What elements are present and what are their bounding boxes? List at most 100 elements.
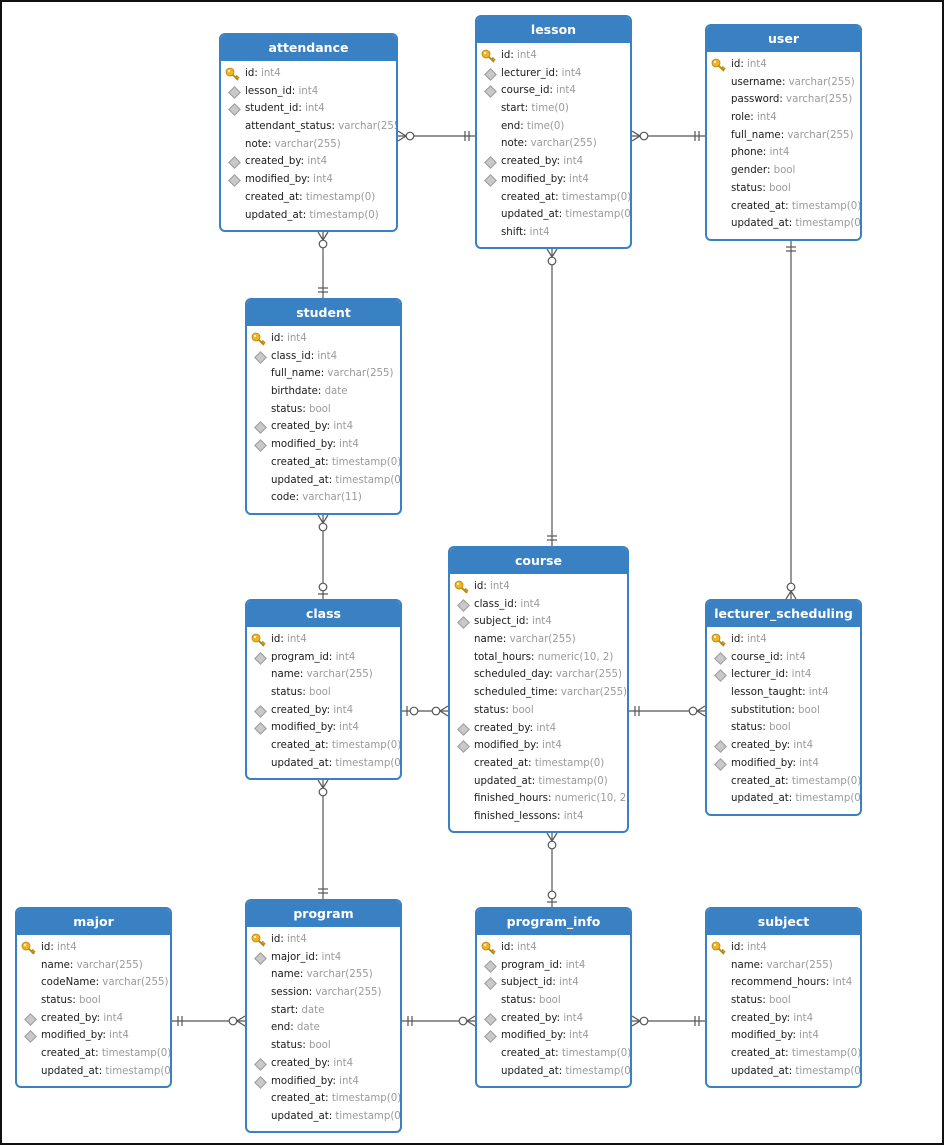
field-name: created_by xyxy=(41,1012,97,1024)
field-name: created_by xyxy=(731,1012,787,1024)
cardinality-circle xyxy=(318,522,328,532)
relationship-lesson-user xyxy=(631,130,705,142)
field-row: id: int4 xyxy=(707,939,860,957)
field-name: updated_at xyxy=(474,775,532,787)
field-type: time(0) xyxy=(526,120,565,132)
field-type: varchar(255) xyxy=(274,138,341,150)
field-type: timestamp(0) xyxy=(335,474,402,486)
field-type: bool xyxy=(773,165,796,177)
field-separator: : xyxy=(558,959,566,971)
field-separator: : xyxy=(766,165,774,177)
field-name: modified_by xyxy=(501,1030,563,1042)
field-row: created_by: int4 xyxy=(450,720,627,738)
field-type: int4 xyxy=(339,439,359,451)
field-row: password: varchar(255) xyxy=(707,91,860,109)
field-separator: : xyxy=(290,1022,297,1034)
field-name: id xyxy=(501,50,511,61)
field-separator: : xyxy=(740,942,747,953)
field-name: status xyxy=(731,182,763,194)
field-separator: : xyxy=(762,995,769,1007)
field-row: end: time(0) xyxy=(477,118,630,136)
entity-title: program xyxy=(247,901,400,927)
field-name: name xyxy=(41,959,70,971)
field-separator: : xyxy=(505,704,512,716)
field-name: created_at xyxy=(271,456,326,468)
diamond-icon xyxy=(254,704,267,718)
field-type: int4 xyxy=(307,156,328,168)
field-separator: : xyxy=(549,85,557,97)
field-name: phone xyxy=(731,147,763,159)
field-type: int4 xyxy=(305,103,325,115)
field-row: created_by: int4 xyxy=(707,737,860,755)
field-name: created_at xyxy=(41,1048,96,1060)
field-name: program_id xyxy=(271,651,329,663)
field-row: id: int4 xyxy=(247,330,400,348)
field-name: gender xyxy=(731,165,767,177)
field-name: attendant_status xyxy=(245,121,332,133)
cardinality-circle xyxy=(318,787,328,797)
diamond-icon xyxy=(254,651,267,665)
field-name: created_at xyxy=(271,1093,326,1105)
field-separator: : xyxy=(781,76,789,88)
field-row: phone: int4 xyxy=(707,144,860,162)
field-row: id: int4 xyxy=(17,939,170,957)
field-type: int4 xyxy=(109,1030,129,1042)
field-type: timestamp(0) xyxy=(791,775,862,787)
field-type: int4 xyxy=(832,977,853,989)
field-name: course_id xyxy=(501,85,550,97)
field-name: modified_by xyxy=(271,722,333,734)
field-type: timestamp(0) xyxy=(561,1048,632,1060)
field-name: created_by xyxy=(271,704,327,716)
field-name: finished_lessons xyxy=(474,810,558,822)
field-type: int4 xyxy=(532,616,552,628)
field-row: code: varchar(11) xyxy=(247,489,400,507)
field-name: program_id xyxy=(501,959,559,971)
cardinality-circle xyxy=(547,840,557,850)
field-type: varchar(255) xyxy=(102,977,169,989)
cardinality-circle xyxy=(318,582,328,592)
field-row: username: varchar(255) xyxy=(707,74,860,92)
field-separator: : xyxy=(792,757,800,769)
field-separator: : xyxy=(562,173,570,185)
field-separator: : xyxy=(320,368,328,380)
field-type: bool xyxy=(768,722,791,734)
field-row: updated_at: timestamp(0) xyxy=(707,215,860,233)
field-row: created_at: timestamp(0) xyxy=(477,1045,630,1063)
field-type: int4 xyxy=(793,1012,814,1024)
field-separator: : xyxy=(483,581,490,592)
field-name: substitution xyxy=(731,704,792,716)
field-name: updated_at xyxy=(271,757,329,769)
field-type: timestamp(0) xyxy=(795,1065,862,1077)
field-type: numeric(10, 2) xyxy=(537,651,614,663)
field-type: varchar(255) xyxy=(327,368,394,380)
field-name: subject_id xyxy=(501,977,553,989)
field-row: status: bool xyxy=(247,401,400,419)
cardinality-circle xyxy=(786,582,796,592)
field-type: int4 xyxy=(286,934,307,945)
primary-key-icon xyxy=(251,633,267,647)
entity-title: lecturer_scheduling xyxy=(707,601,860,627)
diamond-icon xyxy=(228,103,241,117)
field-type: int4 xyxy=(799,1030,819,1042)
field-separator: : xyxy=(552,977,559,989)
primary-key-icon xyxy=(481,941,497,955)
field-separator: : xyxy=(332,722,340,734)
field-row: id: int4 xyxy=(477,47,630,65)
field-row: status: bool xyxy=(247,684,400,702)
diamond-icon xyxy=(254,722,267,736)
field-row: id: int4 xyxy=(477,939,630,957)
field-row: created_by: int4 xyxy=(477,153,630,171)
